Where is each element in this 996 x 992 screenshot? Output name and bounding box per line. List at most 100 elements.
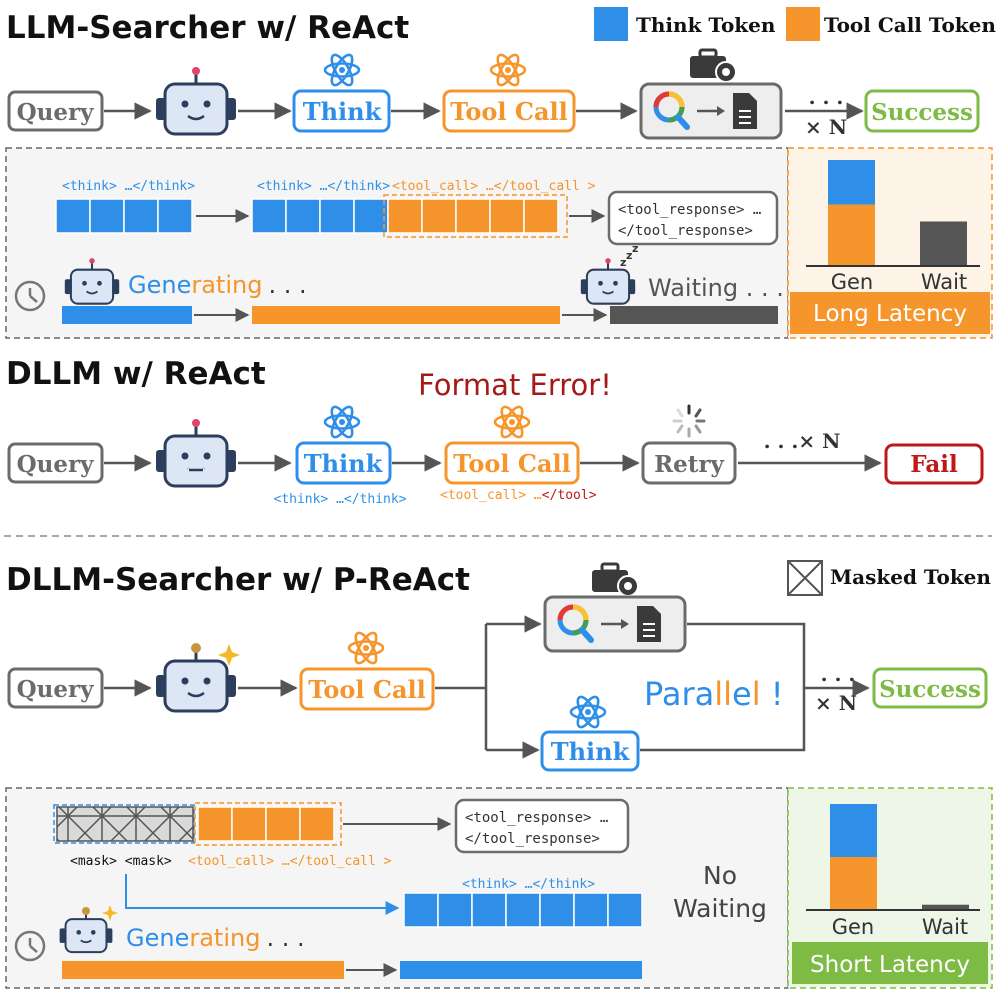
s3-mask-tag: <mask> <mask>	[70, 854, 172, 869]
s3-success-box	[872, 667, 988, 709]
svg-text:z: z	[632, 242, 638, 255]
s2-think-tag: <think> …</think>	[273, 492, 406, 507]
s1-think-token-row	[55, 198, 193, 234]
s3-query-box	[7, 667, 104, 709]
s1-gen-tool-bar	[252, 306, 560, 324]
s2-think-atom-icon	[323, 402, 361, 442]
s3-wait-label: Wait	[922, 915, 968, 939]
s3-toolbox-icon	[590, 562, 640, 598]
s3-query-label: Query	[17, 676, 95, 703]
s2-toolcall-tag: <tool_call> …</tool>	[440, 488, 597, 503]
wait-bar	[920, 221, 967, 266]
svg-text:z: z	[626, 249, 632, 262]
s1-tool-atom-icon	[489, 50, 527, 90]
s1-think-tool-token-row	[251, 194, 568, 238]
section3-title: DLLM-Searcher w/ P-ReAct	[6, 562, 470, 598]
s1-success-box	[864, 89, 980, 133]
s2-think-box	[295, 441, 392, 485]
s2-fail-box	[884, 443, 984, 485]
s3-think-box	[540, 730, 640, 772]
s1-waiting-text: Waiting . . .	[648, 274, 784, 302]
s2-toolcall-label: Tool Call	[453, 449, 570, 478]
s2-toolcall-box	[444, 441, 580, 485]
s3-toolcall-box	[299, 667, 435, 711]
s3-toolcall-label: Tool Call	[308, 675, 425, 704]
s1-latency-bars	[828, 160, 967, 266]
s3-latency-label: Short Latency	[810, 952, 970, 978]
s3-generating-robot-icon	[58, 905, 118, 954]
s1-wait-label: Wait	[921, 270, 967, 294]
svg-text:z: z	[620, 256, 626, 269]
s1-think-label: Think	[303, 97, 383, 126]
s2-query-box	[7, 442, 104, 484]
s3-waiting-text: Waiting	[673, 894, 767, 923]
gen-tool-segment	[830, 857, 877, 910]
s1-toolbox-icon	[688, 48, 738, 84]
s3-no-text: No	[703, 861, 737, 890]
s3-think-tag: <think> …</think>	[462, 877, 595, 892]
s1-think-tag-2: <think> …</think>	[257, 179, 390, 194]
gen-think-segment	[828, 160, 875, 205]
s2-fail-label: Fail	[910, 451, 958, 478]
s3-mask-to-think-arrow	[125, 874, 400, 915]
s1-think-tag: <think> …</think>	[62, 179, 195, 194]
s1-latency-label: Long Latency	[813, 301, 967, 327]
s3-generating-text: Generating. . .	[126, 924, 305, 952]
s2-dots-n: . . .× N	[764, 429, 841, 453]
legend-masked-swatch	[787, 560, 823, 596]
gen-think-segment	[830, 804, 877, 857]
s2-think-label: Think	[304, 449, 384, 478]
s3-tool-response-box	[454, 798, 630, 854]
s3-branch-line	[435, 624, 488, 750]
s1-wait-bar	[610, 306, 778, 324]
s3-mask-tool-token-row	[53, 802, 342, 846]
legend-masked-label: Masked Token	[830, 565, 991, 589]
s1-robot-icon	[154, 65, 238, 136]
s3-parallel-text: Parallel !	[644, 675, 784, 713]
s3-think-atom-icon	[569, 692, 607, 732]
s3-think-label: Think	[551, 737, 631, 766]
s1-latency-banner	[790, 292, 990, 334]
s2-retry-box	[641, 441, 737, 485]
s1-tool-response-line1: <tool_response> …	[618, 202, 761, 218]
s1-dots: . . .	[809, 85, 844, 109]
legend-think-label: Think Token	[636, 13, 776, 37]
section1-title: LLM-Searcher w/ ReAct	[6, 10, 409, 46]
s1-gen-label: Gen	[831, 270, 874, 294]
s3-gen-label: Gen	[832, 915, 875, 939]
gen-tool-segment	[828, 204, 875, 266]
s1-toolcall-tag: <tool_call> …</tool_call >	[392, 179, 596, 194]
s1-generating-text: Generating. . .	[128, 271, 307, 299]
legend-tool-swatch	[786, 7, 820, 41]
s1-toolcall-box	[442, 89, 576, 133]
s3-gen-tool-bar	[62, 961, 344, 979]
legend-tool-label: Tool Call Token	[824, 13, 996, 37]
s2-query-label: Query	[17, 451, 95, 478]
legend-think-swatch	[594, 7, 628, 41]
s1-success-label: Success	[871, 99, 973, 126]
s1-sleeping-robot-icon: z z z	[579, 242, 638, 305]
s3-tool-response-line2: </tool_response>	[465, 831, 600, 847]
section2-title: DLLM w/ ReAct	[6, 356, 266, 392]
s1-gen-think-bar	[62, 306, 192, 324]
s2-loading-spinner-icon	[672, 404, 706, 438]
s1-query-label: Query	[17, 99, 95, 126]
s3-latency-banner	[792, 942, 988, 984]
s3-gen-think-bar	[400, 961, 642, 979]
s3-success-label: Success	[879, 676, 981, 703]
s1-think-atom-icon	[323, 50, 361, 90]
s1-tool-response-line2: </tool_response>	[618, 223, 753, 239]
s3-dots: . . .	[821, 662, 856, 686]
wait-bar	[922, 904, 969, 910]
s3-tool-response-line1: <tool_response> …	[465, 810, 608, 826]
s1-think-box	[292, 89, 391, 133]
s2-tool-atom-icon	[493, 402, 531, 442]
s2-retry-label: Retry	[654, 451, 724, 478]
s1-times-n: × N	[805, 115, 847, 139]
s3-think-token-row	[403, 892, 643, 928]
s3-times-n: × N	[815, 691, 857, 715]
s1-tool-response-box	[607, 190, 779, 246]
s3-latency-bars	[830, 804, 969, 910]
